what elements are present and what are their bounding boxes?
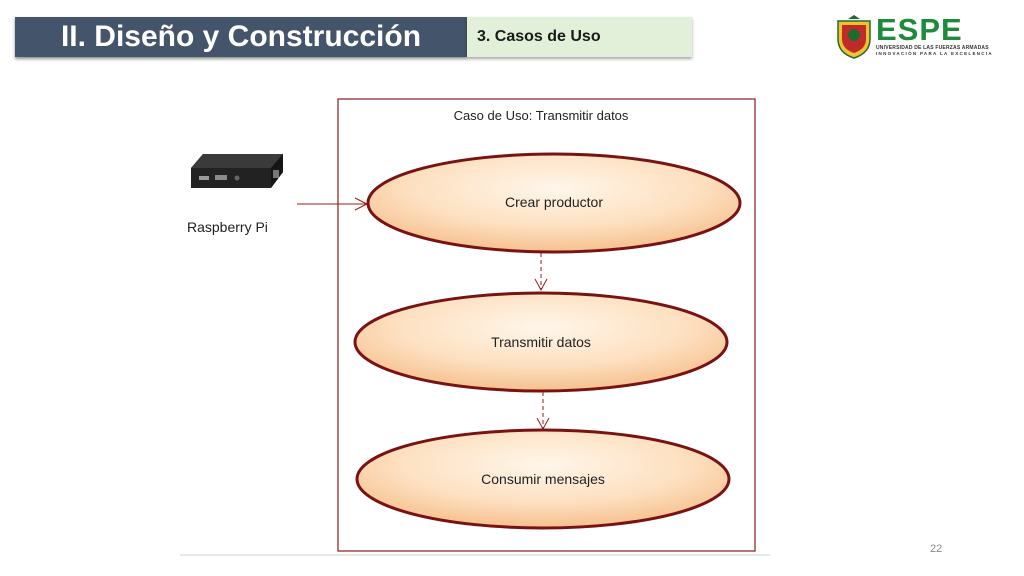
section-label: 3. Casos de Uso	[467, 17, 692, 57]
use-case-transmitir-datos	[353, 291, 729, 393]
use-case-consumir-mensajes	[355, 428, 731, 530]
use-case-label: Transmitir datos	[491, 334, 591, 350]
shield-icon	[837, 15, 871, 59]
use-case-diagram: Caso de Uso: Transmitir datos Raspberry …	[180, 98, 770, 556]
use-case-crear-productor	[366, 152, 742, 254]
use-case-label: Crear productor	[505, 194, 603, 210]
actor-label: Raspberry Pi	[187, 219, 268, 235]
espe-logo	[837, 15, 871, 59]
slide-title: II. Diseño y Construcción	[15, 17, 467, 57]
logo-wordmark: ESPE	[876, 12, 963, 47]
use-case-label: Consumir mensajes	[481, 471, 605, 487]
logo-tagline: INNOVACIÓN PARA LA EXCELENCIA	[876, 51, 993, 56]
logo-subtitle: UNIVERSIDAD DE LAS FUERZAS ARMADAS	[876, 45, 989, 51]
page-number: 22	[930, 543, 943, 555]
raspberry-pi-device-icon	[191, 154, 283, 188]
boundary-title: Caso de Uso: Transmitir datos	[454, 108, 629, 123]
